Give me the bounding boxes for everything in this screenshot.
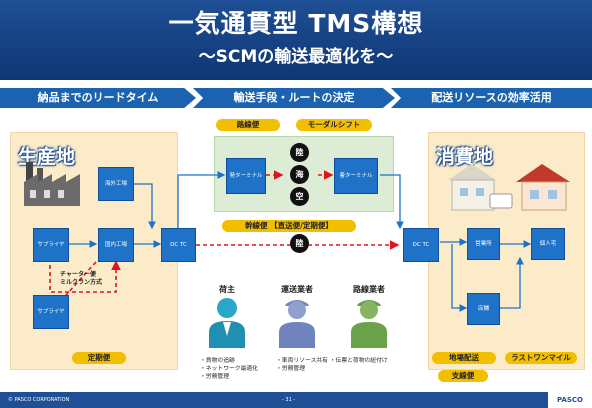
bullet-item: ・労務管理 (200, 374, 229, 380)
bullets-col-1: ・貨物の追跡 ・ネットワーク最適化 ・労務管理 (200, 357, 258, 381)
bullet-item: ・車両リソース共有 ・伝票と荷物の紐付け (276, 358, 388, 364)
node-origin-terminal: 発ターミナル (226, 158, 266, 194)
company-logo: PASCO (548, 392, 592, 408)
person-shipper-label: 荷主 (219, 285, 235, 294)
route-carrier-person-icon (351, 300, 387, 348)
shipper-person-icon (209, 298, 245, 348)
page-title: 一気通貫型 TMS構想 (168, 9, 424, 38)
tag-scheduled: 定期便 (72, 352, 126, 364)
houses-icon (448, 164, 570, 211)
node-supplier-b: サプライヤ (33, 295, 69, 329)
page-subtitle: ～SCMの輸送最適化を～ (198, 47, 394, 67)
bullets-col-2: ・車両リソース共有 ・伝票と荷物の紐付け ・労務管理 (276, 357, 388, 373)
charter-note: チャーター便 ミルクラン方式 (60, 271, 103, 286)
bullet-item: ・貨物の追跡 (200, 358, 235, 364)
consumption-zone-label: 消費地 (436, 146, 494, 168)
node-domestic-factory: 国内工場 (98, 228, 134, 262)
node-supplier-a: サプライヤ (33, 228, 69, 262)
tag-local-delivery: 地場配送 (432, 352, 496, 364)
phase-resource-usage: 配送リソースの効率活用 (391, 88, 592, 108)
footer-page-number: - 31 - (282, 397, 296, 403)
mode-land: 陸 (290, 143, 309, 162)
node-dc-tc-left: DC TC (161, 228, 196, 262)
footer-bar: © PASCO CORPORATION - 31 - (0, 392, 592, 408)
tag-last-one-mile: ラストワンマイル (505, 352, 577, 364)
tag-trunk-line: 幹線便 【直送便/定期便】 (222, 220, 356, 232)
node-store: 店舗 (467, 293, 500, 325)
node-dc-tc-right: DC TC (403, 228, 439, 262)
mode-sea: 海 (290, 165, 309, 184)
tag-modal-shift: モーダルシフト (296, 119, 372, 131)
bullet-item: ・ネットワーク最適化 (200, 366, 258, 372)
node-dest-terminal: 着ターミナル (334, 158, 378, 194)
node-sales-office: 営業所 (467, 228, 500, 260)
node-overseas-factory: 海外工場 (98, 167, 134, 201)
carrier-person-icon (279, 300, 315, 348)
footer-copyright: © PASCO CORPORATION (8, 397, 70, 403)
bullet-item: ・労務管理 (276, 366, 305, 372)
factory-icon (24, 162, 80, 206)
phase-route-decision: 輸送手段・ルートの決定 (193, 88, 395, 108)
person-route-carrier-label: 路線業者 (353, 285, 385, 294)
mode-air: 空 (290, 187, 309, 206)
header-banner: 一気通貫型 TMS構想 ～SCMの輸送最適化を～ (0, 0, 592, 80)
tag-branch-line: 支線便 (438, 370, 488, 382)
person-carrier-label: 運送業者 (281, 285, 313, 294)
mode-land-trunk: 陸 (290, 234, 309, 253)
phase-lead-time: 納品までのリードタイム (0, 88, 196, 108)
tag-route-service: 路線便 (216, 119, 280, 131)
node-individual-home: 個人宅 (531, 228, 565, 260)
